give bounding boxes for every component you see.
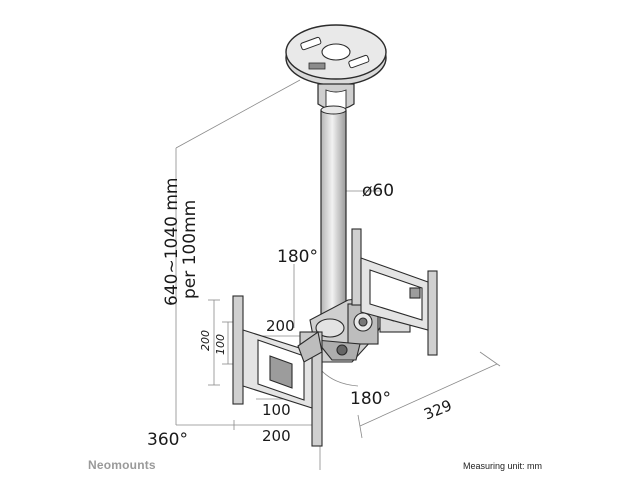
depth-label: 329 [421,396,454,423]
vesa-outer-v-label: 200 [199,330,212,351]
pole-diameter-label: ø60 [362,181,394,201]
vesa-outer-h-label: 200 [262,427,291,445]
ceiling-plate [285,24,387,86]
swivel-bottom-label: 180° [350,389,391,409]
dimension-lines [175,79,501,470]
left-monitor-bracket [232,295,323,447]
vesa-inner-v-label: 100 [214,334,227,355]
height-step-label: per 100mm [180,200,200,299]
swivel-top-label: 180° [277,247,318,267]
pole [317,83,355,327]
brand-logo: Neomounts [88,458,156,472]
height-range-label: 640~1040 mm [162,178,182,306]
measuring-unit-note: Measuring unit: mm [463,461,543,471]
vesa-inner-h-label: 100 [262,401,291,419]
dimension-labels: ø60 180° 200 180° 360° 100 200 329 200 1… [147,178,455,450]
arm-width-label: 200 [266,317,295,335]
right-monitor-bracket [351,228,438,356]
rotation-label: 360° [147,430,188,450]
